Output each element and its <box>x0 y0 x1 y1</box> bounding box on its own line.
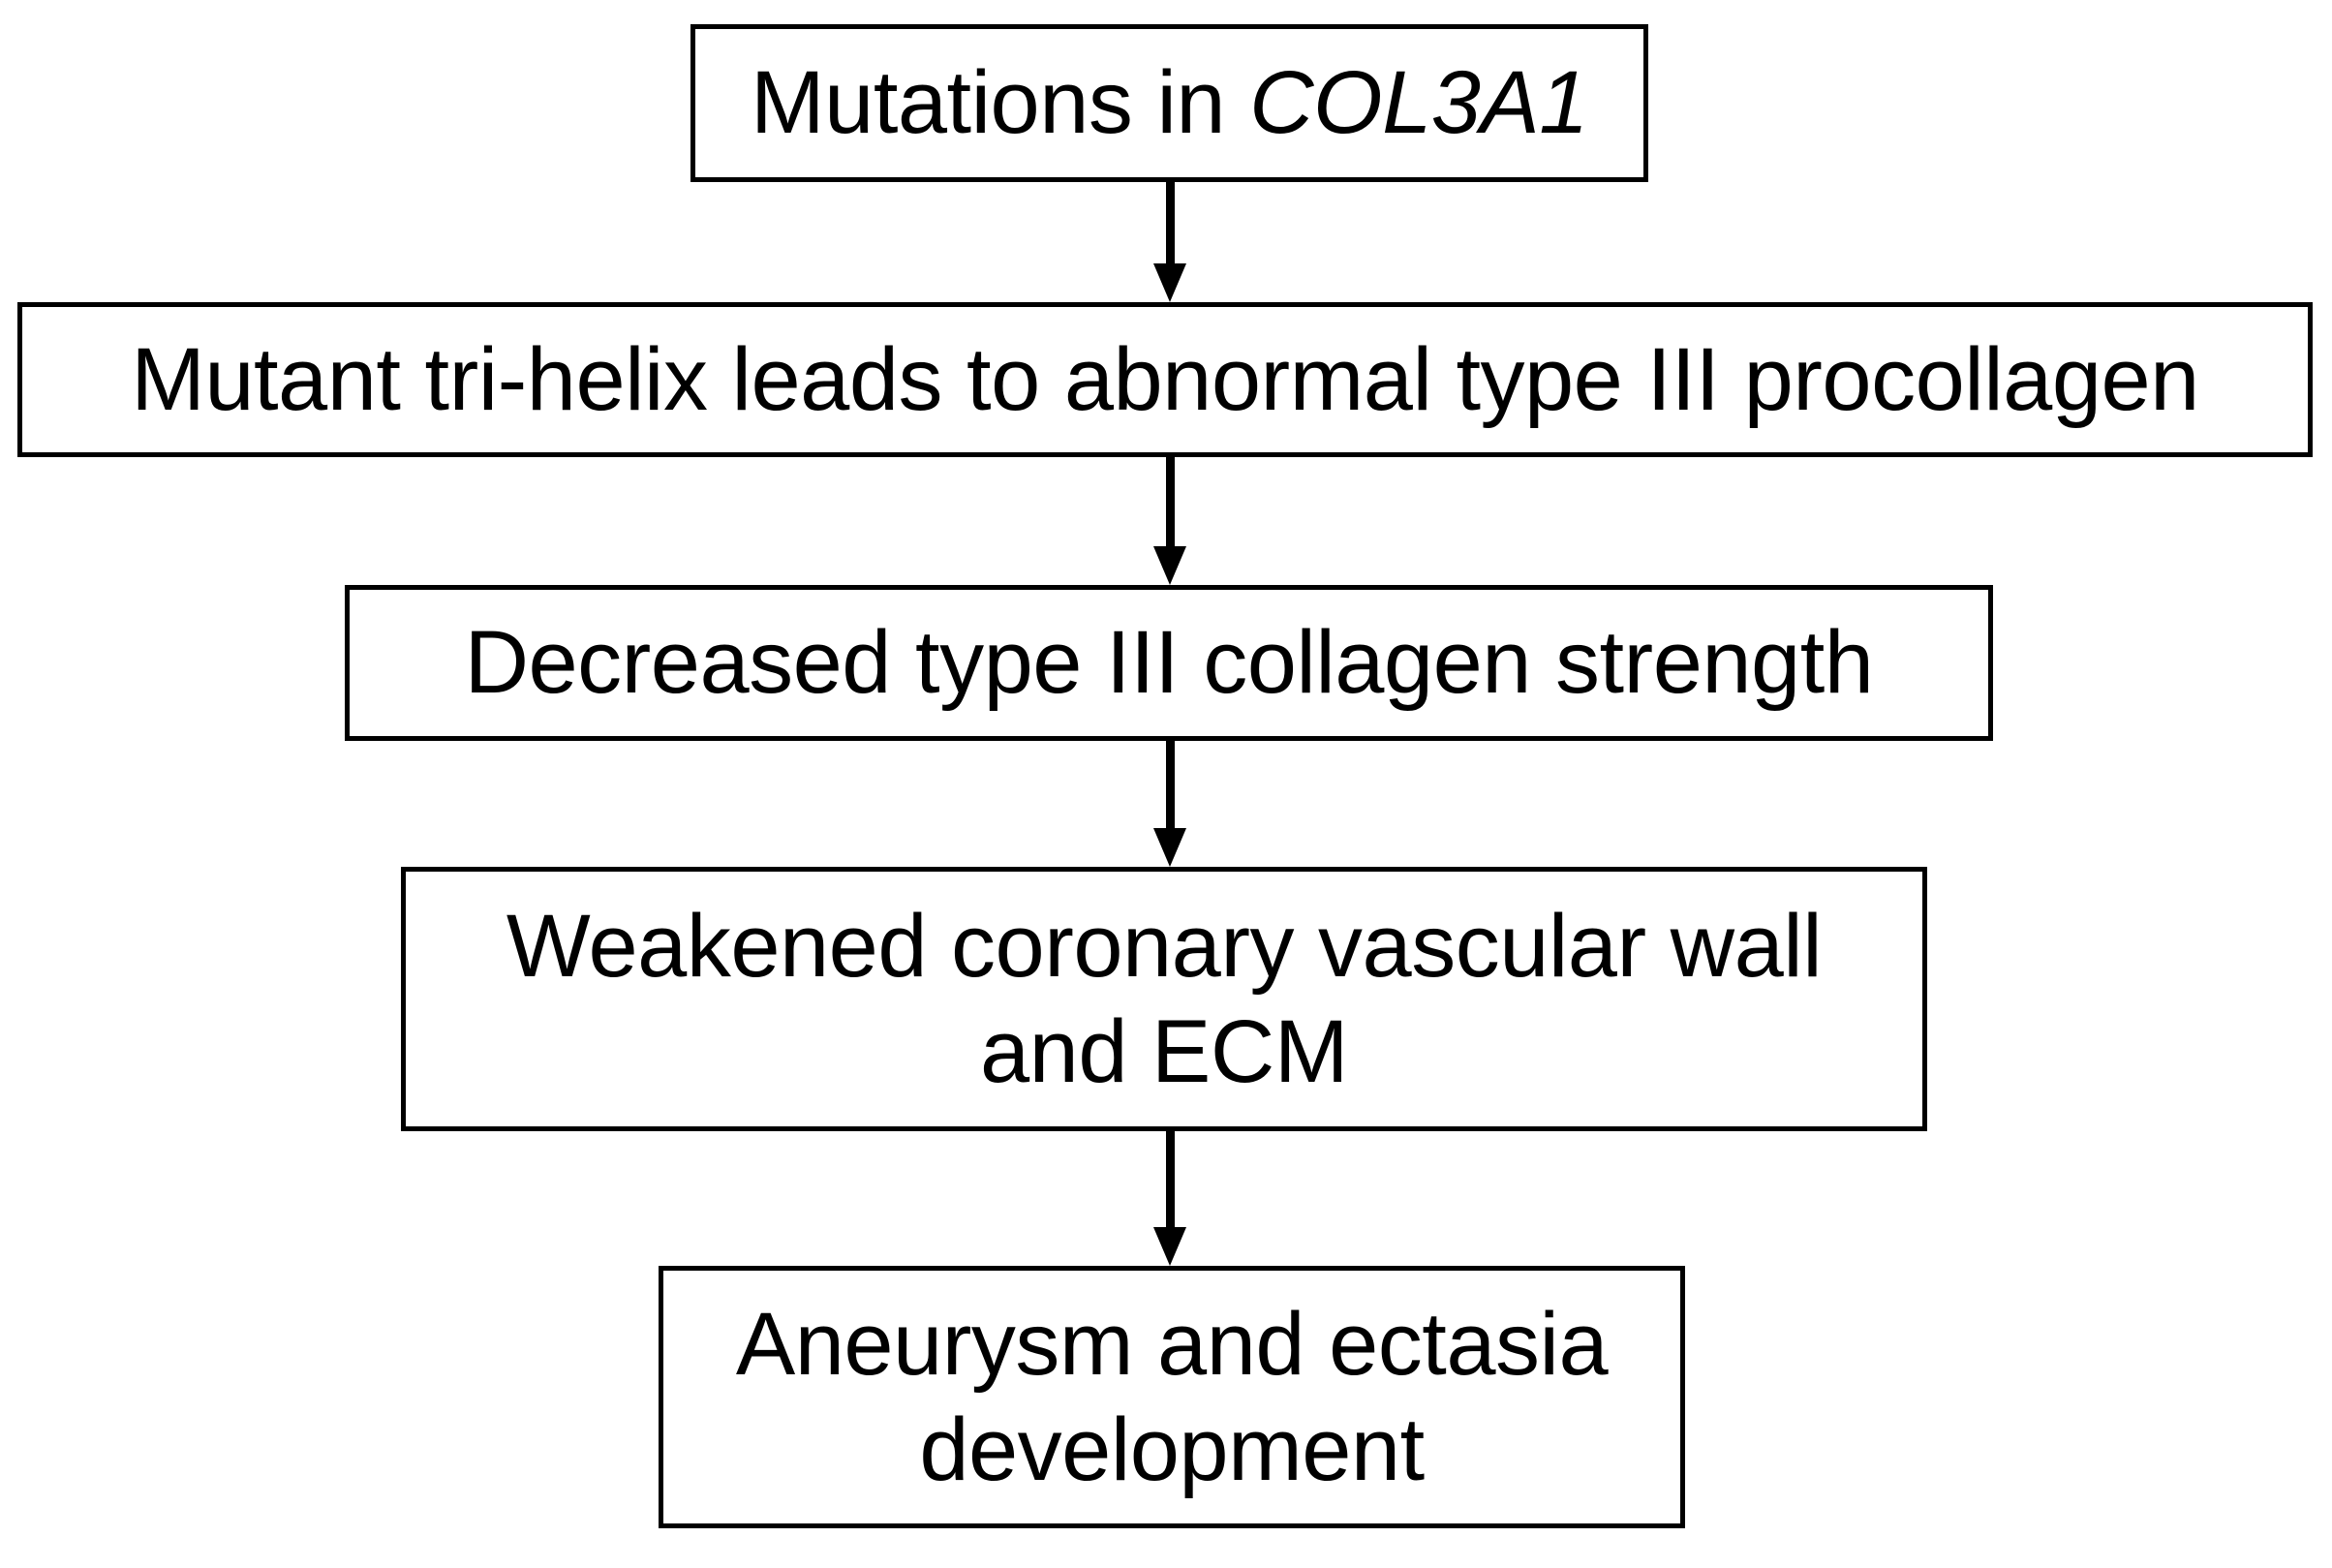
flow-arrow-2 <box>1151 457 1189 585</box>
arrow-head-icon <box>1153 828 1186 867</box>
arrow-head-icon <box>1153 263 1186 302</box>
flow-node-aneurysm-ectasia: Aneurysm and ectasia development <box>659 1266 1685 1528</box>
flow-arrow-1 <box>1151 182 1189 302</box>
arrow-head-icon <box>1153 1227 1186 1266</box>
flow-arrow-4 <box>1151 1131 1189 1266</box>
arrow-shaft <box>1166 741 1175 828</box>
flow-node-label: Weakened coronary vascular wall and ECM <box>506 896 1823 1101</box>
flow-node-label: Aneurysm and ectasia development <box>735 1294 1609 1499</box>
flow-node-weakened-vascular-wall: Weakened coronary vascular wall and ECM <box>401 867 1927 1131</box>
flow-node-text-prefix: Mutations in <box>751 53 1250 153</box>
arrow-shaft <box>1166 1131 1175 1227</box>
flow-node-label: Mutant tri-helix leads to abnormal type … <box>131 329 2199 429</box>
arrow-head-icon <box>1153 546 1186 585</box>
flow-node-decreased-collagen-strength: Decreased type III collagen strength <box>345 585 1993 741</box>
flow-node-mutations-col3a1: Mutations in COL3A1 <box>690 24 1648 182</box>
flow-node-label: Decreased type III collagen strength <box>464 613 1874 713</box>
flow-node-mutant-tri-helix: Mutant tri-helix leads to abnormal type … <box>17 302 2313 457</box>
arrow-shaft <box>1166 457 1175 546</box>
arrow-shaft <box>1166 182 1175 263</box>
flow-arrow-3 <box>1151 741 1189 867</box>
flow-node-label: Mutations in COL3A1 <box>737 50 1602 156</box>
gene-name-italic: COL3A1 <box>1249 53 1588 153</box>
